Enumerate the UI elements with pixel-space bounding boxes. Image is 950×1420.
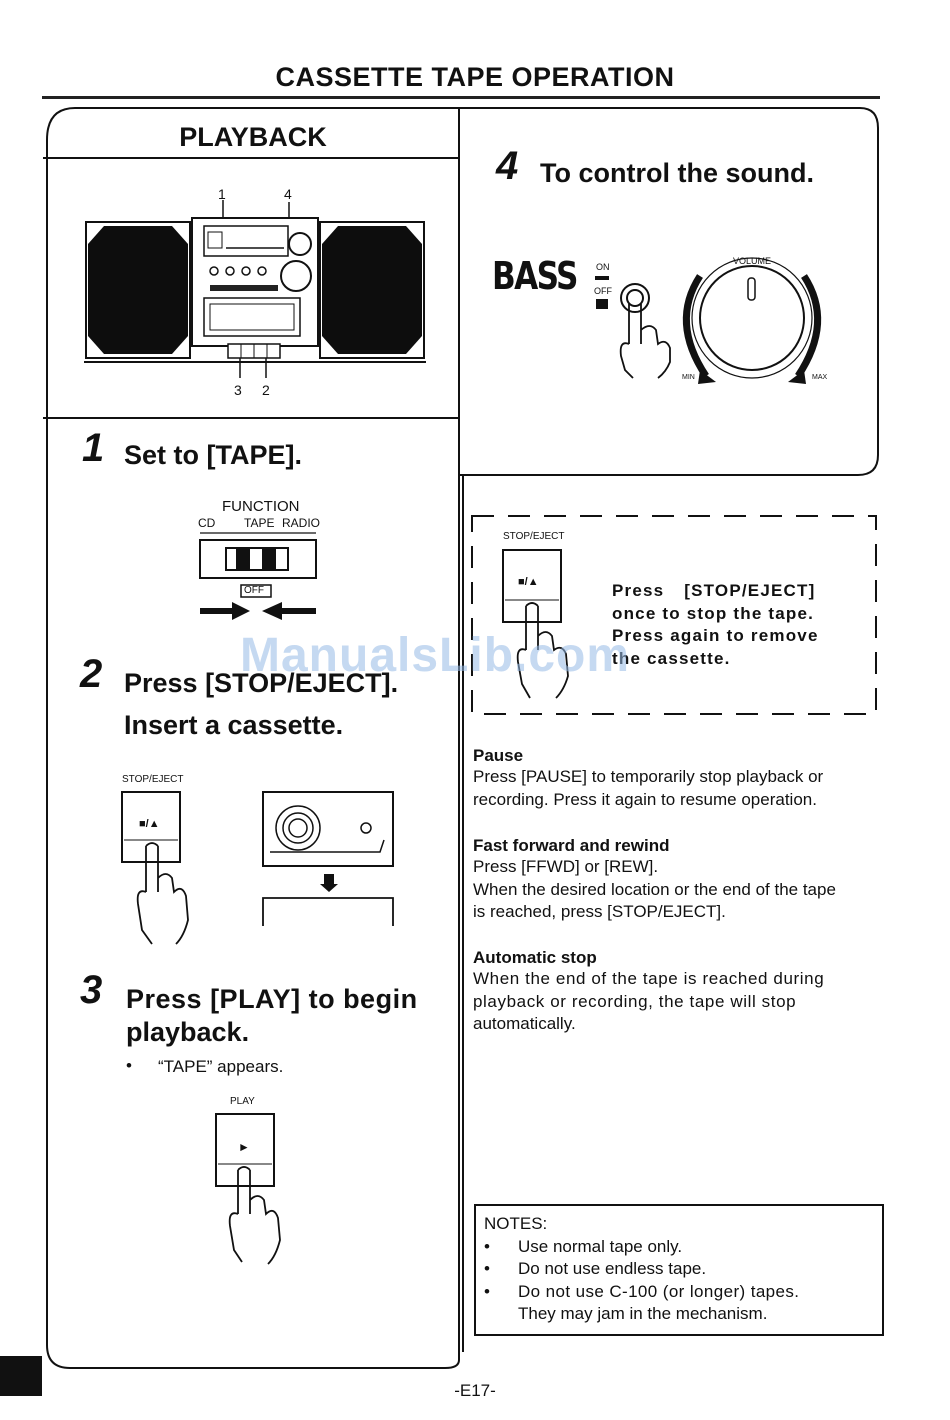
- callout-2: 2: [262, 382, 270, 398]
- bass-off-label: OFF: [594, 286, 612, 296]
- step-1-text: Set to [TAPE].: [124, 440, 302, 470]
- stop-box-text: Press [STOP/EJECT] once to stop the tape…: [612, 580, 858, 670]
- stop-eject-label: STOP/EJECT: [122, 774, 184, 785]
- corner-tab: [0, 1356, 42, 1396]
- autostop-line-2: playback or recording, the tape will sto…: [473, 991, 797, 1011]
- bass-on-label: ON: [596, 262, 610, 272]
- function-label: FUNCTION: [222, 498, 300, 515]
- bass-label: BASS: [492, 254, 578, 298]
- page-number: -E17-: [454, 1381, 496, 1400]
- pause-section: Pause Press [PAUSE] to temporarily stop …: [473, 746, 893, 811]
- play-label: PLAY: [230, 1096, 255, 1107]
- pause-heading: Pause: [473, 746, 524, 765]
- notes-content: NOTES: •Use normal tape only. •Do not us…: [484, 1213, 874, 1326]
- ffwd-line-3: is reached, press [STOP/EJECT].: [473, 902, 726, 921]
- playback-heading: PLAYBACK: [179, 122, 327, 152]
- stop-box-symbol: ■/▲: [518, 576, 539, 588]
- stop-box-line-1: Press [STOP/EJECT]: [612, 581, 816, 600]
- notes-box: [474, 1204, 884, 1336]
- play-symbol: ►: [238, 1140, 250, 1154]
- callout-1: 1: [218, 186, 226, 202]
- step-3-bullet: “TAPE” appears.: [158, 1057, 284, 1076]
- step-2-text-1: Press [STOP/EJECT].: [124, 668, 399, 698]
- autostop-line-3: automatically.: [473, 1014, 576, 1033]
- page-title: CASSETTE TAPE OPERATION: [275, 62, 675, 92]
- notes-item-3: •Do not use C-100 (or longer) tapes.: [484, 1281, 800, 1301]
- ffwd-line-1: Press [FFWD] or [REW].: [473, 857, 659, 876]
- autostop-heading: Automatic stop: [473, 948, 597, 967]
- volume-max-label: MAX: [812, 374, 828, 381]
- callout-4: 4: [284, 186, 292, 202]
- notes-heading: NOTES:: [484, 1214, 548, 1233]
- step-4-number: 4: [496, 144, 519, 188]
- step-2-number: 2: [80, 652, 103, 696]
- volume-label: VOLUME: [733, 256, 772, 266]
- stop-box-line-2: once to stop the tape.: [612, 603, 815, 623]
- ffwd-heading: Fast forward and rewind: [473, 836, 670, 855]
- notes-item-3-cont: They may jam in the mechanism.: [518, 1304, 768, 1323]
- function-option-radio: RADIO: [282, 516, 321, 530]
- step-2-text-2: Insert a cassette.: [124, 710, 344, 740]
- notes-item-2-text: Do not use endless tape.: [518, 1259, 707, 1278]
- notes-item-1: •Use normal tape only.: [484, 1236, 683, 1256]
- notes-item-3-text: Do not use C-100 (or longer) tapes.: [518, 1281, 800, 1301]
- ffwd-line-2: When the desired location or the end of …: [473, 879, 836, 899]
- step-1-number: 1: [82, 426, 105, 470]
- autostop-section: Automatic stop When the end of the tape …: [473, 948, 893, 1036]
- notes-item-2: •Do not use endless tape.: [484, 1259, 707, 1278]
- stop-box-line-3: Press again to remove: [612, 626, 819, 645]
- off-label: OFF: [244, 585, 264, 596]
- stop-box-label: STOP/EJECT: [503, 531, 565, 542]
- function-option-tape: TAPE: [244, 516, 275, 530]
- step-3-text-1: Press [PLAY] to begin: [126, 984, 418, 1014]
- step-4-text: To control the sound.: [540, 158, 814, 188]
- autostop-line-1: When the end of the tape is reached duri…: [473, 969, 825, 988]
- stop-box-line-4: the cassette.: [612, 648, 731, 668]
- function-option-cd: CD: [198, 516, 216, 530]
- notes-item-1-text: Use normal tape only.: [518, 1236, 683, 1256]
- pause-line-1: Press [PAUSE] to temporarily stop playba…: [473, 767, 824, 786]
- pause-line-2: recording. Press it again to resume oper…: [473, 789, 817, 809]
- ffwd-section: Fast forward and rewind Press [FFWD] or …: [473, 836, 893, 924]
- step-3-number: 3: [80, 968, 103, 1012]
- title-rule: [42, 96, 880, 99]
- step-3-text-2: playback.: [126, 1017, 250, 1047]
- callout-3: 3: [234, 382, 242, 398]
- volume-min-label: MIN: [682, 374, 695, 381]
- stop-eject-symbol: ■/▲: [139, 818, 160, 830]
- watermark: ManualsLib.com: [240, 629, 631, 682]
- step-3-bullet-dot: •: [126, 1056, 132, 1075]
